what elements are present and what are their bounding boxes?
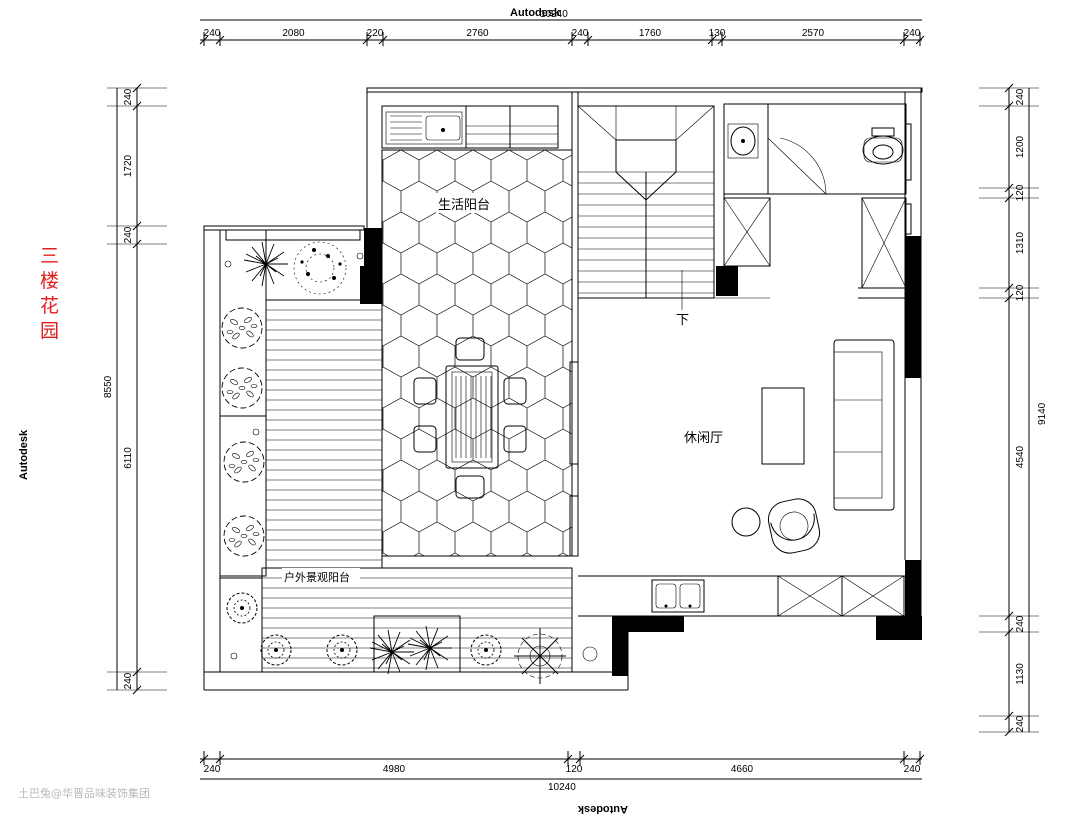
stair-down-label: 下 bbox=[676, 313, 689, 328]
laundry-sink-icon bbox=[385, 111, 463, 145]
service-balcony-label: 生活阳台 bbox=[438, 198, 490, 213]
leafy-plant-icon bbox=[223, 515, 265, 557]
brand-label-top: Autodesk bbox=[510, 7, 561, 19]
floor-title: 三 楼 花 园 bbox=[40, 245, 59, 342]
svg-text:花: 花 bbox=[40, 295, 59, 317]
fern-plant-icon bbox=[514, 628, 566, 684]
staircase: 下 bbox=[577, 105, 770, 328]
lounge: 休闲厅 bbox=[569, 339, 895, 557]
right-dimension-segment: 240 bbox=[1015, 715, 1026, 732]
basin-icon bbox=[727, 123, 759, 159]
service-balcony: 生活阳台 bbox=[381, 92, 579, 557]
coffee-table bbox=[761, 387, 805, 465]
right-total-dimension: 9140 bbox=[1037, 402, 1048, 425]
left-total-dimension: 8550 bbox=[103, 375, 114, 398]
svg-text:园: 园 bbox=[40, 320, 59, 342]
right-dimension-segment: 120 bbox=[1015, 284, 1026, 301]
brand-label-bottom: Autodesk bbox=[577, 803, 628, 815]
top-dimension-segment: 240 bbox=[204, 28, 221, 39]
bottom-dimension-segment: 240 bbox=[904, 764, 921, 775]
floor-drain-icon bbox=[582, 646, 598, 662]
side-table bbox=[731, 507, 761, 537]
watermark: 土巴兔@华晋品味装饰集团 bbox=[18, 786, 150, 800]
left-dimension-segment: 1720 bbox=[123, 154, 134, 177]
washer-icon bbox=[465, 105, 511, 149]
left-dimension-segment: 6110 bbox=[123, 447, 134, 469]
bottom-dimension-line bbox=[200, 758, 922, 780]
leafy-plant-icon bbox=[221, 367, 263, 409]
top-dimension-segment: 2080 bbox=[282, 28, 305, 39]
lounge-label: 休闲厅 bbox=[684, 431, 723, 446]
garden-planters bbox=[219, 229, 598, 684]
dryer-icon bbox=[509, 105, 559, 149]
right-dimension-segment: 240 bbox=[1015, 88, 1026, 105]
shrub-icon bbox=[470, 634, 502, 666]
top-total-dimension: 10240 bbox=[540, 9, 568, 20]
shrub-icon bbox=[226, 592, 258, 624]
armchair bbox=[767, 498, 821, 554]
right-dimension-segment: 1200 bbox=[1015, 135, 1026, 158]
leafy-plant-icon bbox=[221, 307, 263, 349]
brand-label-left: Autodesk bbox=[18, 429, 30, 480]
flower-shrub-icon bbox=[293, 241, 347, 295]
wall-columns bbox=[360, 228, 922, 676]
dining-table bbox=[413, 337, 527, 499]
toilet-icon bbox=[862, 127, 904, 165]
dining-chairs bbox=[413, 337, 527, 499]
right-dimension-segment: 1310 bbox=[1015, 231, 1026, 254]
top-dimension-segment: 240 bbox=[572, 28, 589, 39]
bottom-dimension-segment: 4660 bbox=[731, 764, 754, 775]
top-dimension-line bbox=[200, 19, 922, 41]
top-dimension-segment: 220 bbox=[367, 28, 384, 39]
right-dimension-segment: 1130 bbox=[1015, 663, 1026, 685]
outdoor-balcony-label: 户外景观阳台 bbox=[284, 570, 350, 584]
svg-text:三: 三 bbox=[40, 245, 59, 267]
svg-text:楼: 楼 bbox=[40, 270, 59, 292]
bathroom bbox=[723, 103, 912, 299]
top-dimension-segment: 240 bbox=[904, 28, 921, 39]
right-dimension-segment: 240 bbox=[1015, 615, 1026, 632]
sofa bbox=[833, 339, 895, 511]
shrub-icon bbox=[260, 634, 292, 666]
left-dimension-segment: 240 bbox=[123, 226, 134, 243]
top-dimension-segment: 2760 bbox=[466, 28, 489, 39]
bottom-dimension-segment: 4980 bbox=[383, 764, 406, 775]
top-dimension-segment: 1760 bbox=[639, 28, 662, 39]
right-dimension-line bbox=[1008, 88, 1030, 732]
left-dimension-segment: 240 bbox=[123, 672, 134, 689]
bottom-dimension-segment: 240 bbox=[204, 764, 221, 775]
left-dimension-segment: 240 bbox=[123, 88, 134, 105]
bottom-total-dimension: 10240 bbox=[548, 782, 576, 793]
outdoor-deck: 户外景观阳台 bbox=[225, 229, 573, 673]
kitchenette bbox=[651, 575, 905, 617]
shrub-icon bbox=[326, 634, 358, 666]
palm-plant-icon bbox=[369, 629, 415, 675]
bottom-dimension-segment: 120 bbox=[566, 764, 583, 775]
right-dimension-segment: 120 bbox=[1015, 184, 1026, 201]
left-dimension-line bbox=[116, 88, 138, 690]
leafy-plant-icon bbox=[223, 441, 265, 483]
right-dimension-segment: 4540 bbox=[1015, 445, 1026, 468]
top-dimension-segment: 2570 bbox=[802, 28, 825, 39]
top-dimension-segment: 130 bbox=[709, 28, 726, 39]
